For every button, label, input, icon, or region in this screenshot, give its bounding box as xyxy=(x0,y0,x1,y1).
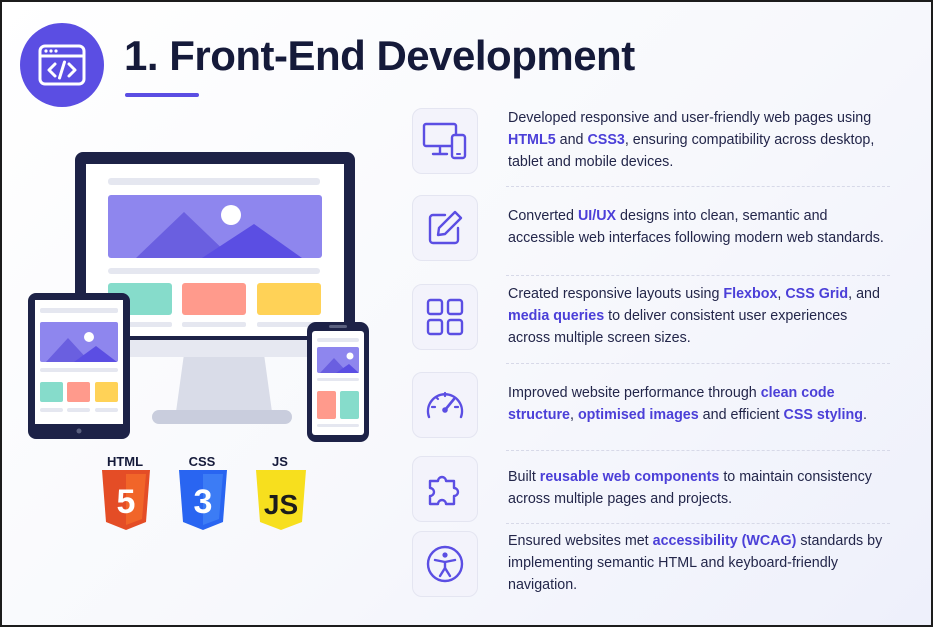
edit-pencil-icon xyxy=(412,195,478,261)
divider xyxy=(506,186,890,187)
title-underline xyxy=(125,93,199,97)
highlight-term: CSS styling xyxy=(783,407,863,423)
divider xyxy=(506,450,890,451)
devices-icon xyxy=(412,108,478,174)
divider xyxy=(506,275,890,276)
feature-text-segment: standards by implementing semantic HTML … xyxy=(508,533,883,593)
highlight-term: accessibility (WCAG) xyxy=(652,533,797,550)
highlight-term: CSS Grid xyxy=(785,286,849,303)
js-badge-label: JS xyxy=(272,454,288,469)
js-logo-icon: JS xyxy=(256,470,306,530)
feature-item: Improved website performance through cle… xyxy=(412,372,890,438)
highlight-term: optimised images xyxy=(577,407,699,423)
feature-text-segment: Converted xyxy=(508,208,578,225)
feature-text-segment: Improved website performance through xyxy=(508,385,761,402)
grid-layout-icon xyxy=(412,284,478,350)
highlight-term: media queries xyxy=(508,308,605,325)
feature-text-segment: Developed responsive and user-friendly w… xyxy=(508,110,872,127)
css3-logo-icon: 3 xyxy=(179,470,227,530)
feature-text: Ensured websites met accessibility (WCAG… xyxy=(508,531,890,596)
feature-text-segment: and efficient xyxy=(698,407,784,423)
html5-glyph: 5 xyxy=(117,483,136,521)
css-badge-label: CSS xyxy=(188,454,216,469)
highlight-term: reusable web components xyxy=(539,469,720,486)
feature-item: Converted UI/UX designs into clean, sema… xyxy=(412,195,890,261)
feature-text: Improved website performance through cle… xyxy=(508,383,890,426)
devices-illustration xyxy=(28,152,369,442)
divider xyxy=(506,523,890,524)
puzzle-piece-icon xyxy=(412,456,478,522)
feature-item: Developed responsive and user-friendly w… xyxy=(412,108,890,174)
js-glyph: JS xyxy=(264,489,298,520)
highlight-term: HTML5 xyxy=(508,132,556,149)
speedometer-icon xyxy=(412,372,478,438)
feature-text-segment: , ensuring compatibility across desktop,… xyxy=(508,132,875,170)
feature-text-segment: , and xyxy=(848,286,880,303)
feature-text-segment: Ensured websites met xyxy=(508,533,653,550)
feature-item: Created responsive layouts using Flexbox… xyxy=(412,284,890,350)
divider xyxy=(506,363,890,364)
html5-logo-icon: 5 xyxy=(102,470,150,530)
feature-item: Built reusable web components to maintai… xyxy=(412,456,890,522)
feature-text: Converted UI/UX designs into clean, sema… xyxy=(508,206,890,249)
highlight-term: Flexbox xyxy=(723,286,778,303)
feature-text: Developed responsive and user-friendly w… xyxy=(508,108,890,173)
feature-text-segment: . xyxy=(862,407,867,423)
feature-text-segment: and xyxy=(555,132,588,149)
feature-text-segment: , xyxy=(777,286,786,303)
feature-item: Ensured websites met accessibility (WCAG… xyxy=(412,531,890,597)
page-title: 1. Front-End Development xyxy=(124,32,635,79)
feature-text-segment: Built xyxy=(508,469,540,486)
code-window-icon xyxy=(20,23,104,107)
feature-text-segment: to maintain consistency across multiple … xyxy=(508,469,872,507)
feature-text-segment: to deliver consistent user experiences a… xyxy=(508,308,848,346)
css3-glyph: 3 xyxy=(194,483,213,521)
feature-text-segment: Created responsive layouts using xyxy=(508,286,724,303)
highlight-term: CSS3 xyxy=(587,132,625,149)
feature-text-segment: , xyxy=(569,407,578,423)
highlight-term: UI/UX xyxy=(577,208,617,225)
feature-text: Created responsive layouts using Flexbox… xyxy=(508,284,890,349)
accessibility-icon xyxy=(412,531,478,597)
html-badge-label: HTML xyxy=(106,454,144,469)
feature-text: Built reusable web components to maintai… xyxy=(508,467,890,510)
feature-text-segment: designs into clean, semantic and accessi… xyxy=(508,208,884,246)
highlight-term: clean code structure xyxy=(508,385,835,423)
